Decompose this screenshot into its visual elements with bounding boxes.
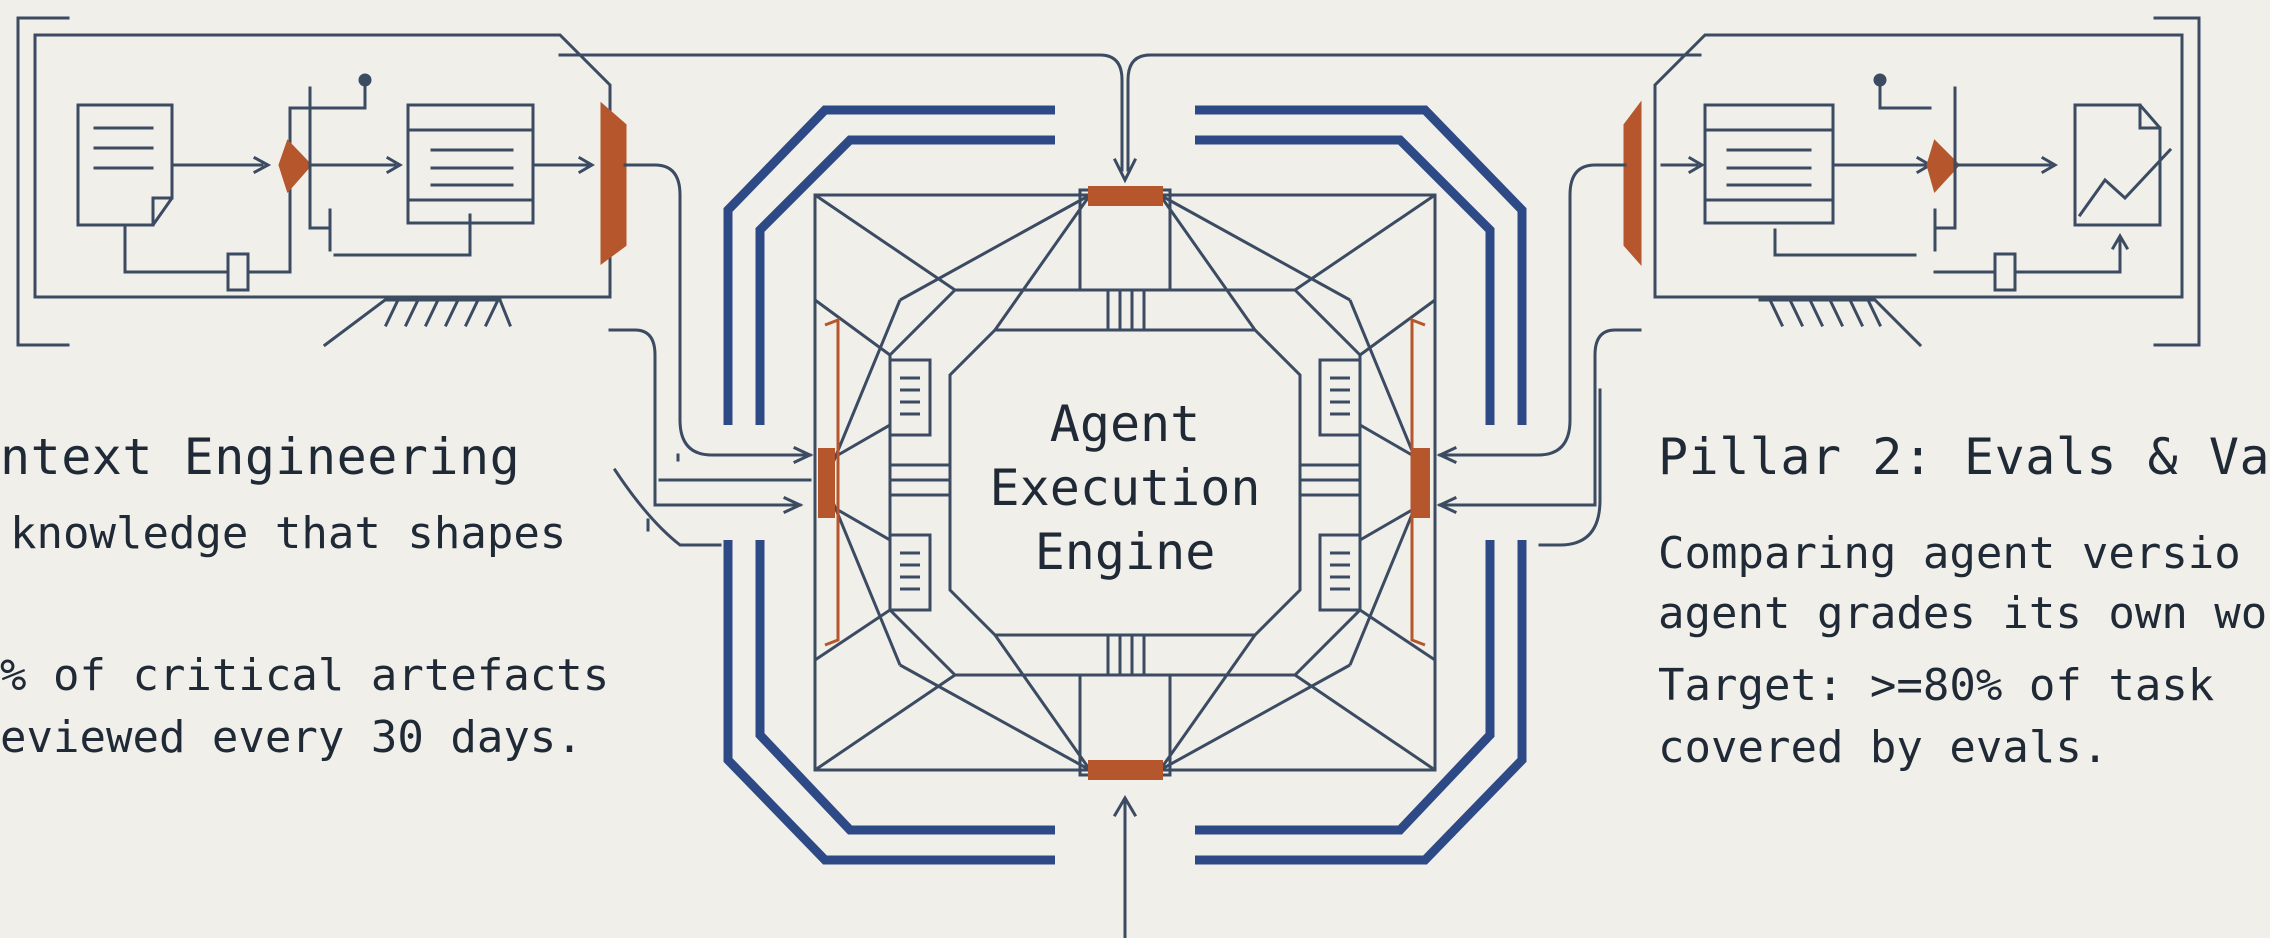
triangle-junction-icon bbox=[278, 139, 313, 193]
small-block-icon bbox=[1993, 252, 2017, 292]
left-port bbox=[600, 101, 627, 265]
chart-document-icon bbox=[2073, 103, 2173, 227]
list-box-icon bbox=[406, 103, 535, 225]
right-pillar-title: Pillar 2: Evals & Va bbox=[1658, 428, 2270, 486]
engine-outer-brackets bbox=[723, 105, 1527, 865]
engine-ports bbox=[818, 186, 1430, 780]
engine-label-line-3: Engine bbox=[1034, 523, 1216, 581]
triangle-junction-icon bbox=[1926, 139, 1961, 193]
engine-label: Agent Execution Engine bbox=[975, 392, 1275, 584]
architecture-diagram bbox=[16, 16, 2201, 938]
list-box-icon bbox=[1703, 103, 1835, 225]
right-pillar-target-line-1: Target: >=80% of task bbox=[1658, 660, 2215, 711]
engine-label-line-2: Execution bbox=[989, 459, 1261, 517]
left-pillar-description: knowledge that shapes bbox=[10, 508, 567, 559]
right-pillar-description-line-2: agent grades its own wo bbox=[1658, 588, 2268, 639]
right-pipeline-panel bbox=[1653, 16, 2201, 348]
small-block-icon bbox=[226, 252, 250, 292]
right-pillar-target-line-2: covered by evals. bbox=[1658, 722, 2109, 773]
engine-label-line-1: Agent bbox=[1049, 395, 1201, 453]
left-pillar-target-line-1: % of critical artefacts bbox=[0, 650, 610, 701]
left-pillar-title: ntext Engineering bbox=[0, 428, 521, 486]
right-pillar-description-line-1: Comparing agent versio bbox=[1658, 528, 2241, 579]
document-icon bbox=[76, 103, 174, 227]
left-pillar-target-line-2: eviewed every 30 days. bbox=[0, 712, 583, 763]
right-port bbox=[1623, 100, 1642, 266]
left-pipeline-panel bbox=[16, 16, 612, 348]
